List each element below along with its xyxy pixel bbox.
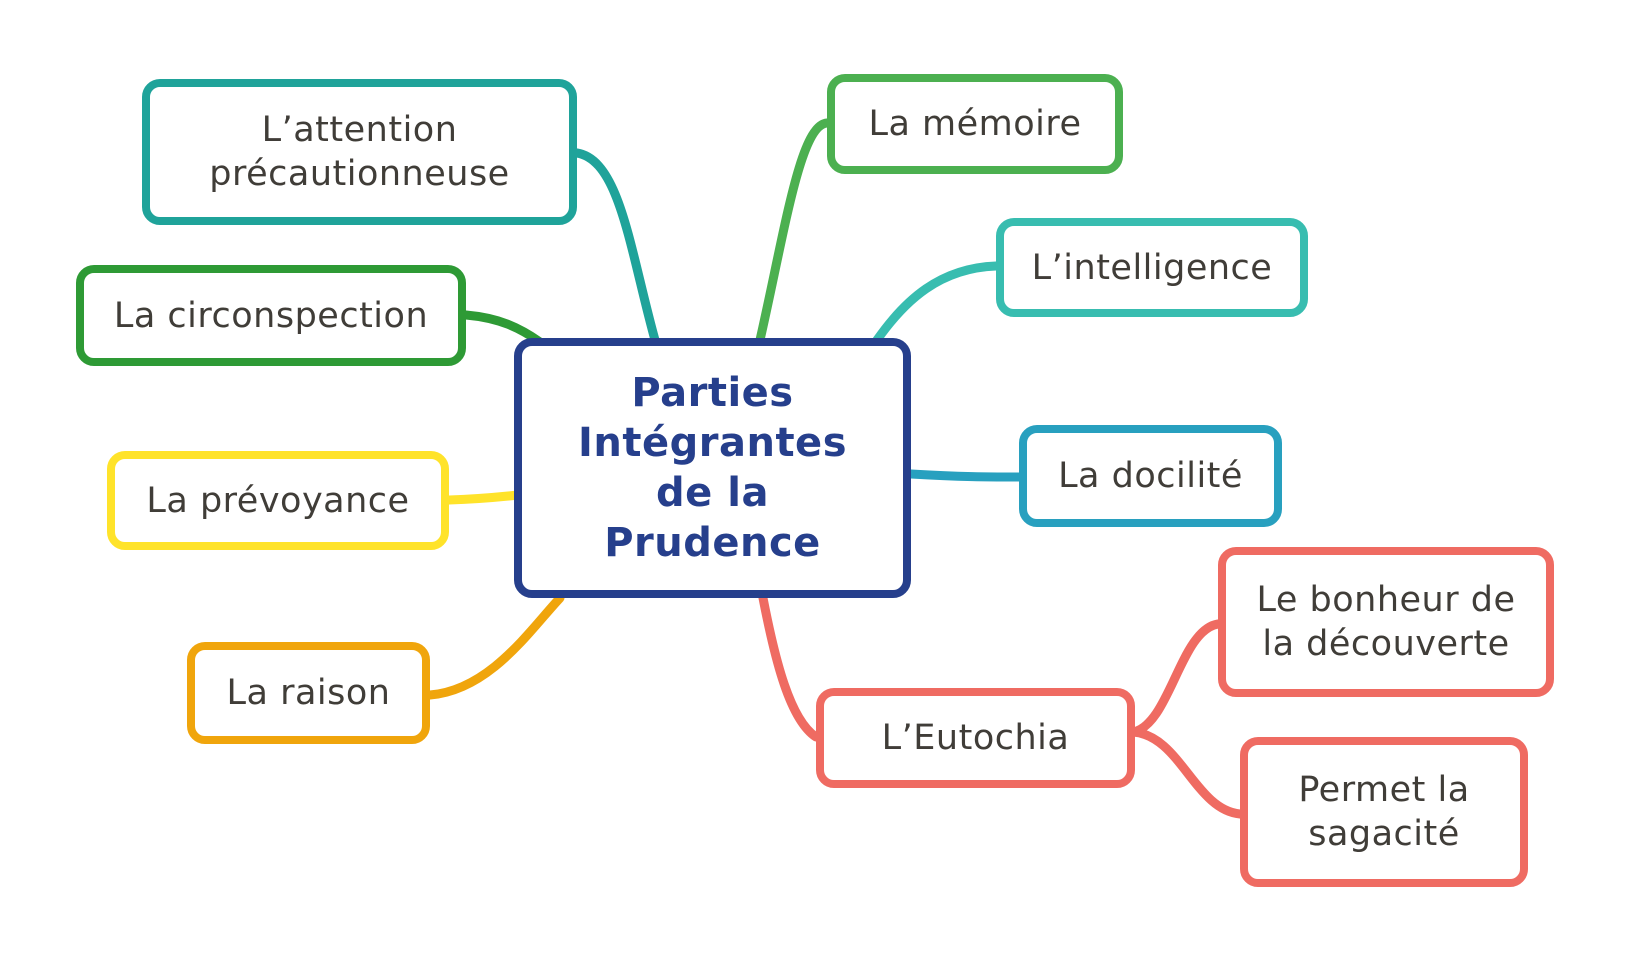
node-label: L’Eutochia (881, 718, 1070, 758)
node-label: La prévoyance (146, 480, 410, 521)
connector-sagacite (1128, 727, 1245, 819)
connector-bonheur (1128, 619, 1223, 737)
connector-docilite (906, 469, 1024, 482)
node-memoire[interactable]: La mémoire (827, 74, 1123, 174)
connector-raison (425, 593, 565, 700)
node-label: Permet la sagacité (1298, 770, 1470, 854)
connector-attention (572, 148, 660, 345)
node-label: Le bonheur de la découverte (1256, 580, 1516, 664)
connector-intelligence (872, 261, 1001, 345)
node-circonspection[interactable]: La circonspection (76, 265, 466, 366)
node-label: La docilité (1058, 456, 1243, 496)
node-label: La raison (226, 673, 391, 713)
central-topic[interactable]: Parties Intégrantes de la Prudence (514, 338, 911, 598)
node-label: La mémoire (868, 104, 1082, 144)
connector-memoire (755, 118, 832, 345)
connector-prevoyance (444, 490, 523, 505)
node-intelligence[interactable]: L’intelligence (996, 218, 1308, 317)
node-eutochia[interactable]: L’Eutochia (816, 688, 1135, 788)
node-attention[interactable]: L’attention précautionneuse (142, 79, 577, 225)
node-sagacite[interactable]: Permet la sagacité (1240, 737, 1528, 887)
node-label: La circonspection (113, 295, 429, 336)
connector-eutochia (758, 593, 821, 742)
node-label: L’attention précautionneuse (209, 110, 510, 194)
node-label: L’intelligence (1031, 247, 1273, 288)
node-bonheur[interactable]: Le bonheur de la découverte (1218, 547, 1554, 697)
node-docilite[interactable]: La docilité (1019, 425, 1282, 527)
central-label: Parties Intégrantes de la Prudence (578, 370, 847, 566)
node-prevoyance[interactable]: La prévoyance (107, 451, 449, 550)
node-raison[interactable]: La raison (187, 642, 430, 744)
